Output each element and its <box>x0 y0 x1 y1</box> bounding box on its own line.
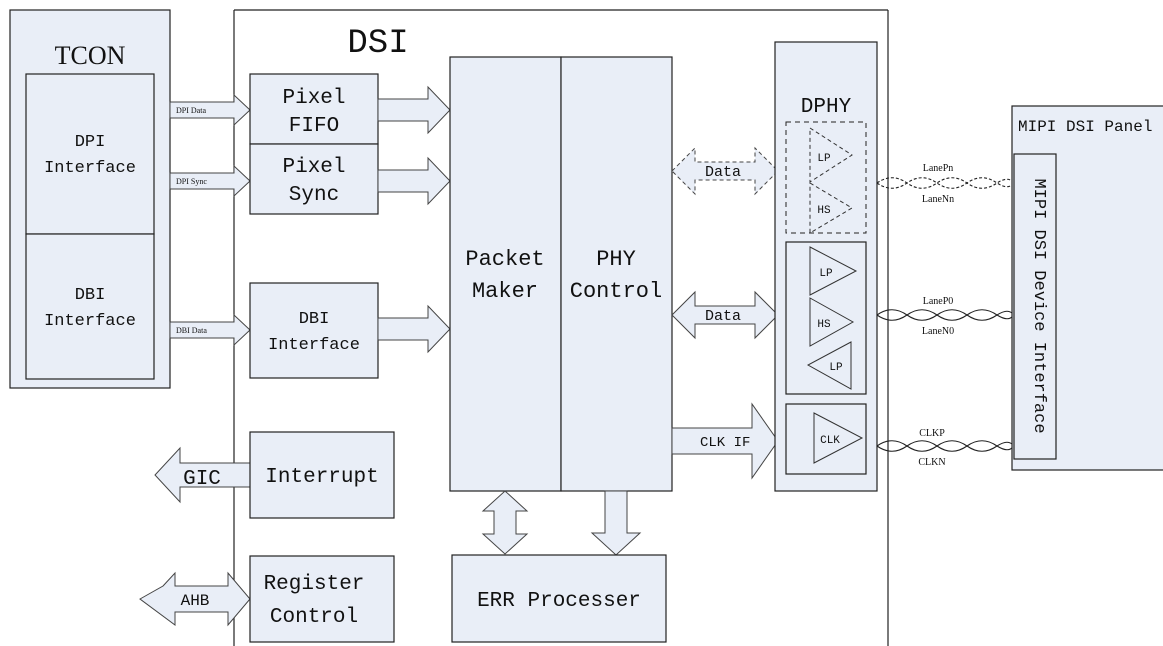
pixel-fifo-label-2: FIFO <box>289 115 339 138</box>
dpi-data-arrow: DPI Data <box>169 93 251 127</box>
lane-0-wire: LaneP0 LaneN0 <box>876 296 1015 337</box>
tcon-title: TCON <box>55 41 126 70</box>
dbi-data-label: DBI Data <box>176 326 207 335</box>
lane-0-lp-rx-triangle <box>806 341 852 390</box>
pixel-fifo-label-1: Pixel <box>282 87 345 110</box>
interrupt-block: Interrupt <box>249 431 395 519</box>
phy-control-label-2: Control <box>570 279 662 304</box>
lane-0-lp-tx-label: LP <box>819 268 833 280</box>
ahb-label: AHB <box>181 592 210 610</box>
dbi-interface-label-2: Interface <box>268 336 360 355</box>
tcon-dpi-label-1: DPI <box>75 133 106 152</box>
ahb-arrow: AHB <box>139 571 251 627</box>
lane-0-lp-tx-triangle <box>809 246 858 296</box>
clk-if-arrow: CLK IF <box>671 402 779 480</box>
tcon-dbi-label-2: Interface <box>44 312 136 331</box>
pixel-fifo-block: Pixel FIFO <box>249 73 379 145</box>
clk-wire: CLKP CLKN <box>876 428 1015 468</box>
register-control-label-1: Register <box>264 573 365 596</box>
clk-label: CLK <box>820 435 840 447</box>
dpi-sync-arrow: DPI Sync <box>169 164 251 198</box>
lane-nn-label: LaneNn <box>922 194 954 205</box>
clk-if-label: CLK IF <box>700 435 750 451</box>
lane-n-hs-label: HS <box>817 205 831 217</box>
device-interface-box <box>1013 153 1057 460</box>
dphy-title: DPHY <box>801 96 852 119</box>
clkp-label: CLKP <box>919 428 945 439</box>
dbi-interface-label-1: DBI <box>299 310 330 329</box>
packet-maker-label-1: Packet <box>465 247 544 272</box>
device-interface-label: MIPI DSI Device Interface <box>1029 178 1048 433</box>
pixel-sync-block: Pixel Sync <box>249 143 379 215</box>
phy-control-label-1: PHY <box>596 247 636 272</box>
tcon-dbi-label-1: DBI <box>75 286 106 305</box>
gic-label: GIC <box>183 468 221 491</box>
lane-p0-label: LaneP0 <box>923 296 954 307</box>
lane-n-wire: LanePn LaneNn <box>876 163 1015 205</box>
dsi-title: DSI <box>347 25 408 63</box>
lane-0-hs-label: HS <box>817 319 831 331</box>
lane-n-hs-triangle <box>809 182 853 234</box>
gic-arrow: GIC <box>154 446 251 504</box>
dpi-data-label: DPI Data <box>176 106 206 115</box>
fifo-to-packet-arrow <box>377 85 451 135</box>
tcon-dpi-label-2: Interface <box>44 159 136 178</box>
lane-0-hs-triangle <box>809 297 855 347</box>
dbi-interface-block: DBI Interface <box>249 282 379 379</box>
pixel-sync-label-2: Sync <box>289 184 339 207</box>
data-dashed-arrow: Data <box>671 146 779 196</box>
data-dashed-label: Data <box>705 164 741 181</box>
dbi-to-packet-arrow <box>377 304 451 354</box>
lane-pn-label: LanePn <box>923 163 954 174</box>
data-arrow: Data <box>671 290 779 340</box>
clkn-label: CLKN <box>918 457 945 468</box>
register-control-label-2: Control <box>270 606 358 629</box>
dpi-sync-label: DPI Sync <box>176 177 207 186</box>
dphy-lane-n-box <box>785 121 867 234</box>
sync-to-packet-arrow <box>377 156 451 206</box>
dbi-data-arrow: DBI Data <box>169 313 251 347</box>
register-control-block: Register Control <box>249 555 395 643</box>
interrupt-label: Interrupt <box>265 466 378 489</box>
panel-title: MIPI DSI Panel <box>1018 118 1152 136</box>
packet-maker-block: Packet Maker <box>449 56 562 492</box>
lane-n-lp-triangle <box>809 127 853 183</box>
err-processer-label: ERR Processer <box>477 590 641 613</box>
tcon-dpi-box <box>25 73 155 235</box>
lane-0-lp-rx-label: LP <box>829 362 843 374</box>
lane-n-lp-label: LP <box>817 153 831 165</box>
clk-triangle <box>813 412 864 464</box>
lane-n0-label: LaneN0 <box>922 326 954 337</box>
tcon-dbi-box <box>25 233 155 380</box>
packet-err-double-arrow <box>481 490 529 555</box>
packet-maker-label-2: Maker <box>472 279 538 304</box>
err-processer-block: ERR Processer <box>451 554 667 643</box>
dphy-block: DPHY LP HS LP HS LP CLK <box>774 41 878 492</box>
mipi-dsi-panel: MIPI DSI Panel MIPI DSI Device Interface <box>1011 105 1163 471</box>
pixel-sync-label-1: Pixel <box>282 156 345 179</box>
phy-control-block: PHY Control <box>560 56 673 492</box>
tcon-block: TCON DPI Interface DBI Interface <box>9 9 171 389</box>
phy-to-err-arrow <box>590 490 642 556</box>
data-label: Data <box>705 308 741 325</box>
